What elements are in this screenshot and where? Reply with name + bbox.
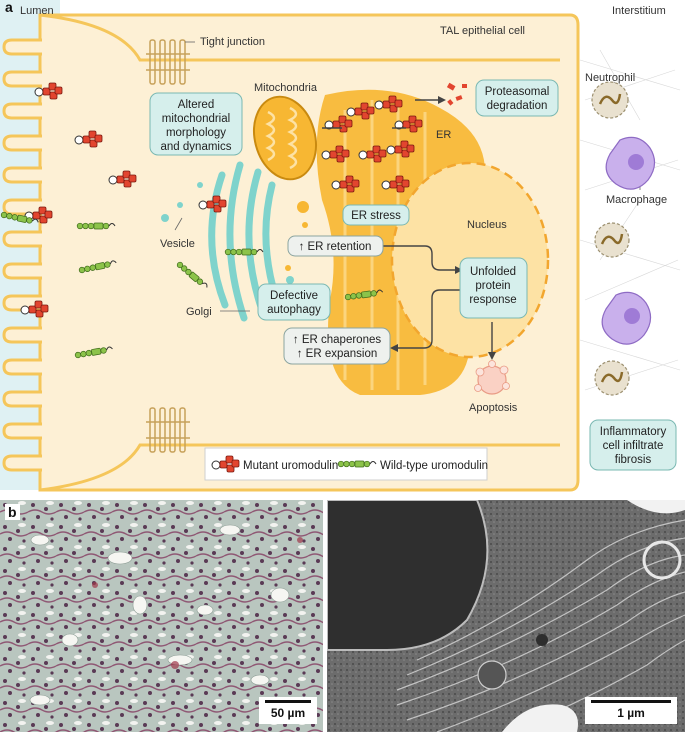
electron-micrograph: 1 µm xyxy=(327,500,685,732)
lumen-label: Lumen xyxy=(20,5,54,17)
svg-text:↑ ER retention: ↑ ER retention xyxy=(299,241,372,253)
apoptotic-body-icon xyxy=(474,360,510,395)
svg-text:cell infiltrate: cell infiltrate xyxy=(603,440,664,452)
macrophage-icon-2 xyxy=(601,291,652,345)
vesicles xyxy=(161,182,294,284)
cell-label: TAL epithelial cell xyxy=(440,25,525,37)
panel-a-label: a xyxy=(5,0,13,15)
lateral-membrane-top xyxy=(39,13,560,62)
legend-mutant-label: Mutant uromodulin xyxy=(243,460,338,472)
neutrophil-label: Neutrophil xyxy=(585,72,635,84)
inflammation-fibrosis-box: Inflammatory cell infiltrate fibrosis xyxy=(589,419,677,471)
svg-text:Unfolded: Unfolded xyxy=(470,266,516,278)
er-stress-box: ER stress xyxy=(342,204,410,226)
er-chaperones-box: ↑ ER chaperones ↑ ER expansion xyxy=(283,327,391,365)
svg-text:Proteasomal: Proteasomal xyxy=(485,86,550,98)
er-label: ER xyxy=(436,129,451,141)
nucleus-label: Nucleus xyxy=(467,219,507,231)
svg-text:↑ ER chaperones: ↑ ER chaperones xyxy=(293,334,381,346)
svg-text:ER stress: ER stress xyxy=(351,210,401,222)
tight-junction-top xyxy=(146,39,190,85)
scale-bar-right: 1 µm xyxy=(585,697,677,724)
proteasomal-degradation-box: Proteasomal degradation xyxy=(475,79,559,117)
interstitium-label: Interstitium xyxy=(612,5,666,17)
svg-text:↑ ER expansion: ↑ ER expansion xyxy=(297,348,378,360)
proteasome-fragments-icon xyxy=(446,82,467,106)
er-retention-box: ↑ ER retention xyxy=(287,235,384,257)
svg-text:autophagy: autophagy xyxy=(267,304,321,316)
macrophage-label: Macrophage xyxy=(606,194,667,206)
panel-b-label: b xyxy=(5,504,20,520)
defective-autophagy-box: Defective autophagy xyxy=(257,283,331,321)
svg-text:Altered: Altered xyxy=(178,99,214,111)
svg-text:degradation: degradation xyxy=(487,100,548,112)
golgi-label: Golgi xyxy=(186,306,212,318)
apoptosis-label: Apoptosis xyxy=(469,402,518,414)
legend-wildtype-label: Wild-type uromodulin xyxy=(380,460,488,472)
svg-text:Inflammatory: Inflammatory xyxy=(600,426,667,438)
svg-text:response: response xyxy=(469,294,516,306)
panel-b-micrographs: b 50 µm xyxy=(0,500,685,732)
pathway-arrows xyxy=(322,99,493,352)
svg-text:morphology: morphology xyxy=(166,127,226,139)
mitochondria-label: Mitochondria xyxy=(254,82,318,94)
svg-text:fibrosis: fibrosis xyxy=(615,454,652,466)
neutrophil-icon-2 xyxy=(594,222,630,258)
unfolded-protein-response-box: Unfolded protein response xyxy=(459,257,528,319)
macrophage-icon xyxy=(605,136,656,190)
microvilli xyxy=(2,38,42,472)
tight-junction-label: Tight junction xyxy=(200,36,265,48)
histology-micrograph: b 50 µm xyxy=(0,500,323,732)
vesicle-label: Vesicle xyxy=(160,238,195,250)
diagram-panel-a: Altered mitochondrial morphology and dyn… xyxy=(0,0,681,492)
lateral-membrane-bottom xyxy=(39,443,560,492)
legend: Mutant uromodulin Wild-type uromodulin xyxy=(204,447,488,481)
neutrophil-icon-3 xyxy=(594,360,630,396)
arrowheads xyxy=(390,96,496,360)
svg-text:mitochondrial: mitochondrial xyxy=(162,113,230,125)
mito-dynamics-box: Altered mitochondrial morphology and dyn… xyxy=(149,92,243,156)
tight-junction-bottom xyxy=(146,407,190,453)
scale-bar-left: 50 µm xyxy=(259,697,317,724)
svg-text:protein: protein xyxy=(475,280,510,292)
svg-text:and dynamics: and dynamics xyxy=(161,141,232,153)
neutrophil-icon xyxy=(591,81,629,119)
mitochondrion xyxy=(253,95,317,181)
golgi-apparatus xyxy=(208,161,280,322)
svg-text:Defective: Defective xyxy=(270,290,318,302)
